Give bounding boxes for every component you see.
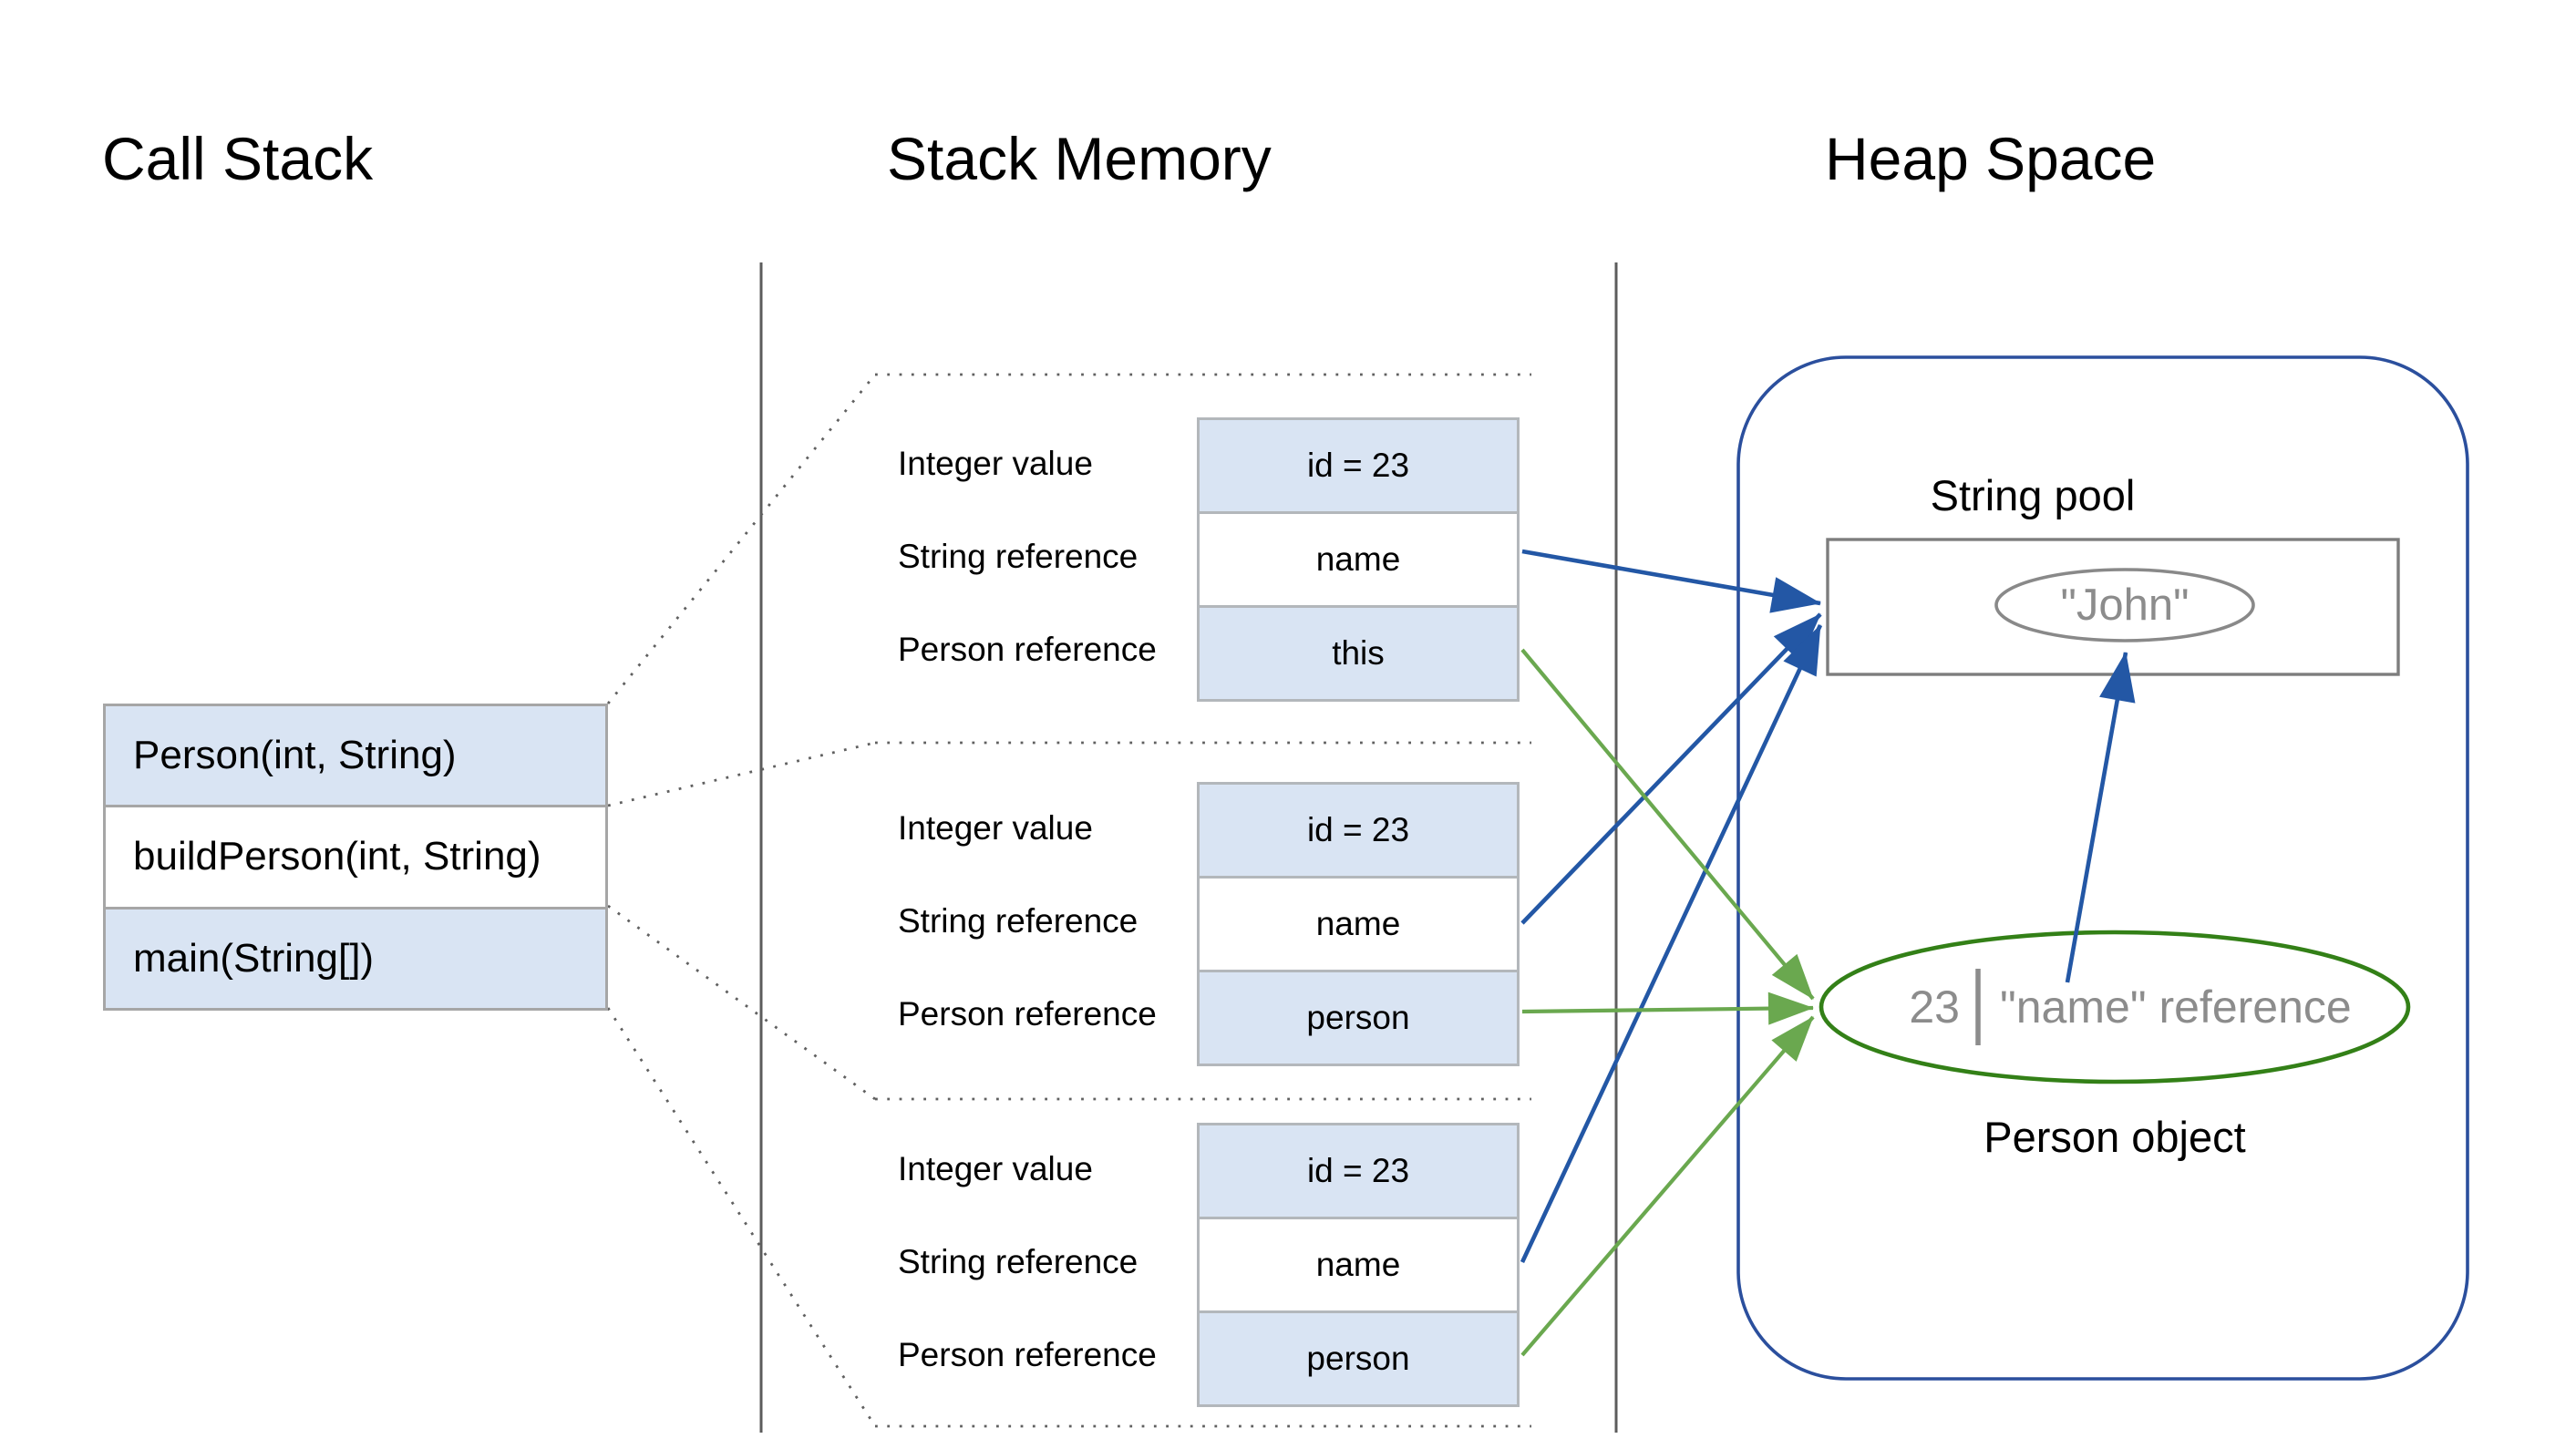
fan-line-frame2 [607, 741, 876, 807]
frame3-row-label: String reference [898, 1243, 1139, 1280]
heap-space-container [1736, 355, 2469, 1381]
arrow-frame1-this-to-person-object [1520, 648, 1815, 1001]
frame1-cells: id = 23 name this [1197, 417, 1520, 702]
frame1-row-label: Integer value [898, 445, 1093, 482]
john-string-ellipse [1994, 568, 2255, 642]
frame2-row-label: String reference [898, 902, 1139, 940]
frame1-cell-name: name [1200, 511, 1517, 605]
arrow-frame3-person-to-person-object [1520, 1015, 1815, 1357]
frame1-cell-this: this [1200, 605, 1517, 699]
arrow-frame3-name-to-string-pool [1520, 624, 1823, 1263]
frame2-cell-id: id = 23 [1200, 785, 1517, 876]
arrow-frame2-person-to-person-object [1521, 992, 1814, 1025]
string-pool-label: String pool [1930, 471, 2136, 519]
frame2-row-label: Integer value [898, 809, 1093, 847]
frame2-cells: id = 23 name person [1197, 782, 1520, 1066]
heap-space-title: Heap Space [1825, 125, 2157, 192]
frame3-row-label: Integer value [898, 1150, 1093, 1187]
frame2-cell-person: person [1200, 970, 1517, 1064]
frame3-cells: id = 23 name person [1197, 1123, 1520, 1407]
person-object-name-reference: "name" reference [2000, 981, 2352, 1033]
call-stack-frame-buildperson: buildPerson(int, String) [106, 805, 605, 907]
arrow-frame1-name-to-string-pool [1521, 549, 1821, 613]
call-stack-title: Call Stack [102, 125, 374, 192]
person-object-ellipse [1819, 930, 2411, 1084]
fan-line-bottom [606, 1007, 877, 1427]
frame3-cell-person: person [1200, 1310, 1517, 1404]
frame1-cell-id: id = 23 [1200, 420, 1517, 511]
frame1-row-label: String reference [898, 538, 1139, 575]
call-stack-frame-main: main(String[]) [106, 906, 605, 1008]
arrow-person-object-to-john [2065, 652, 2136, 983]
frame3-row-label: Person reference [898, 1336, 1157, 1373]
person-object-id-value: 23 [1909, 981, 1960, 1033]
stack-memory-title: Stack Memory [887, 125, 1272, 192]
john-string-value: "John" [2060, 581, 2190, 630]
frame2-cell-name: name [1200, 876, 1517, 970]
frame3-cell-id: id = 23 [1200, 1125, 1517, 1217]
call-stack-box: Person(int, String) buildPerson(int, Str… [103, 704, 608, 1011]
arrow-frame2-name-to-string-pool [1520, 612, 1822, 925]
frame1-row-label: Person reference [898, 631, 1157, 668]
call-stack-frame-person-constructor: Person(int, String) [106, 706, 605, 806]
frame2-row-label: Person reference [898, 995, 1157, 1033]
fan-line-frame1 [606, 374, 877, 704]
person-object-label: Person object [1984, 1113, 2246, 1161]
frame3-cell-name: name [1200, 1217, 1517, 1310]
